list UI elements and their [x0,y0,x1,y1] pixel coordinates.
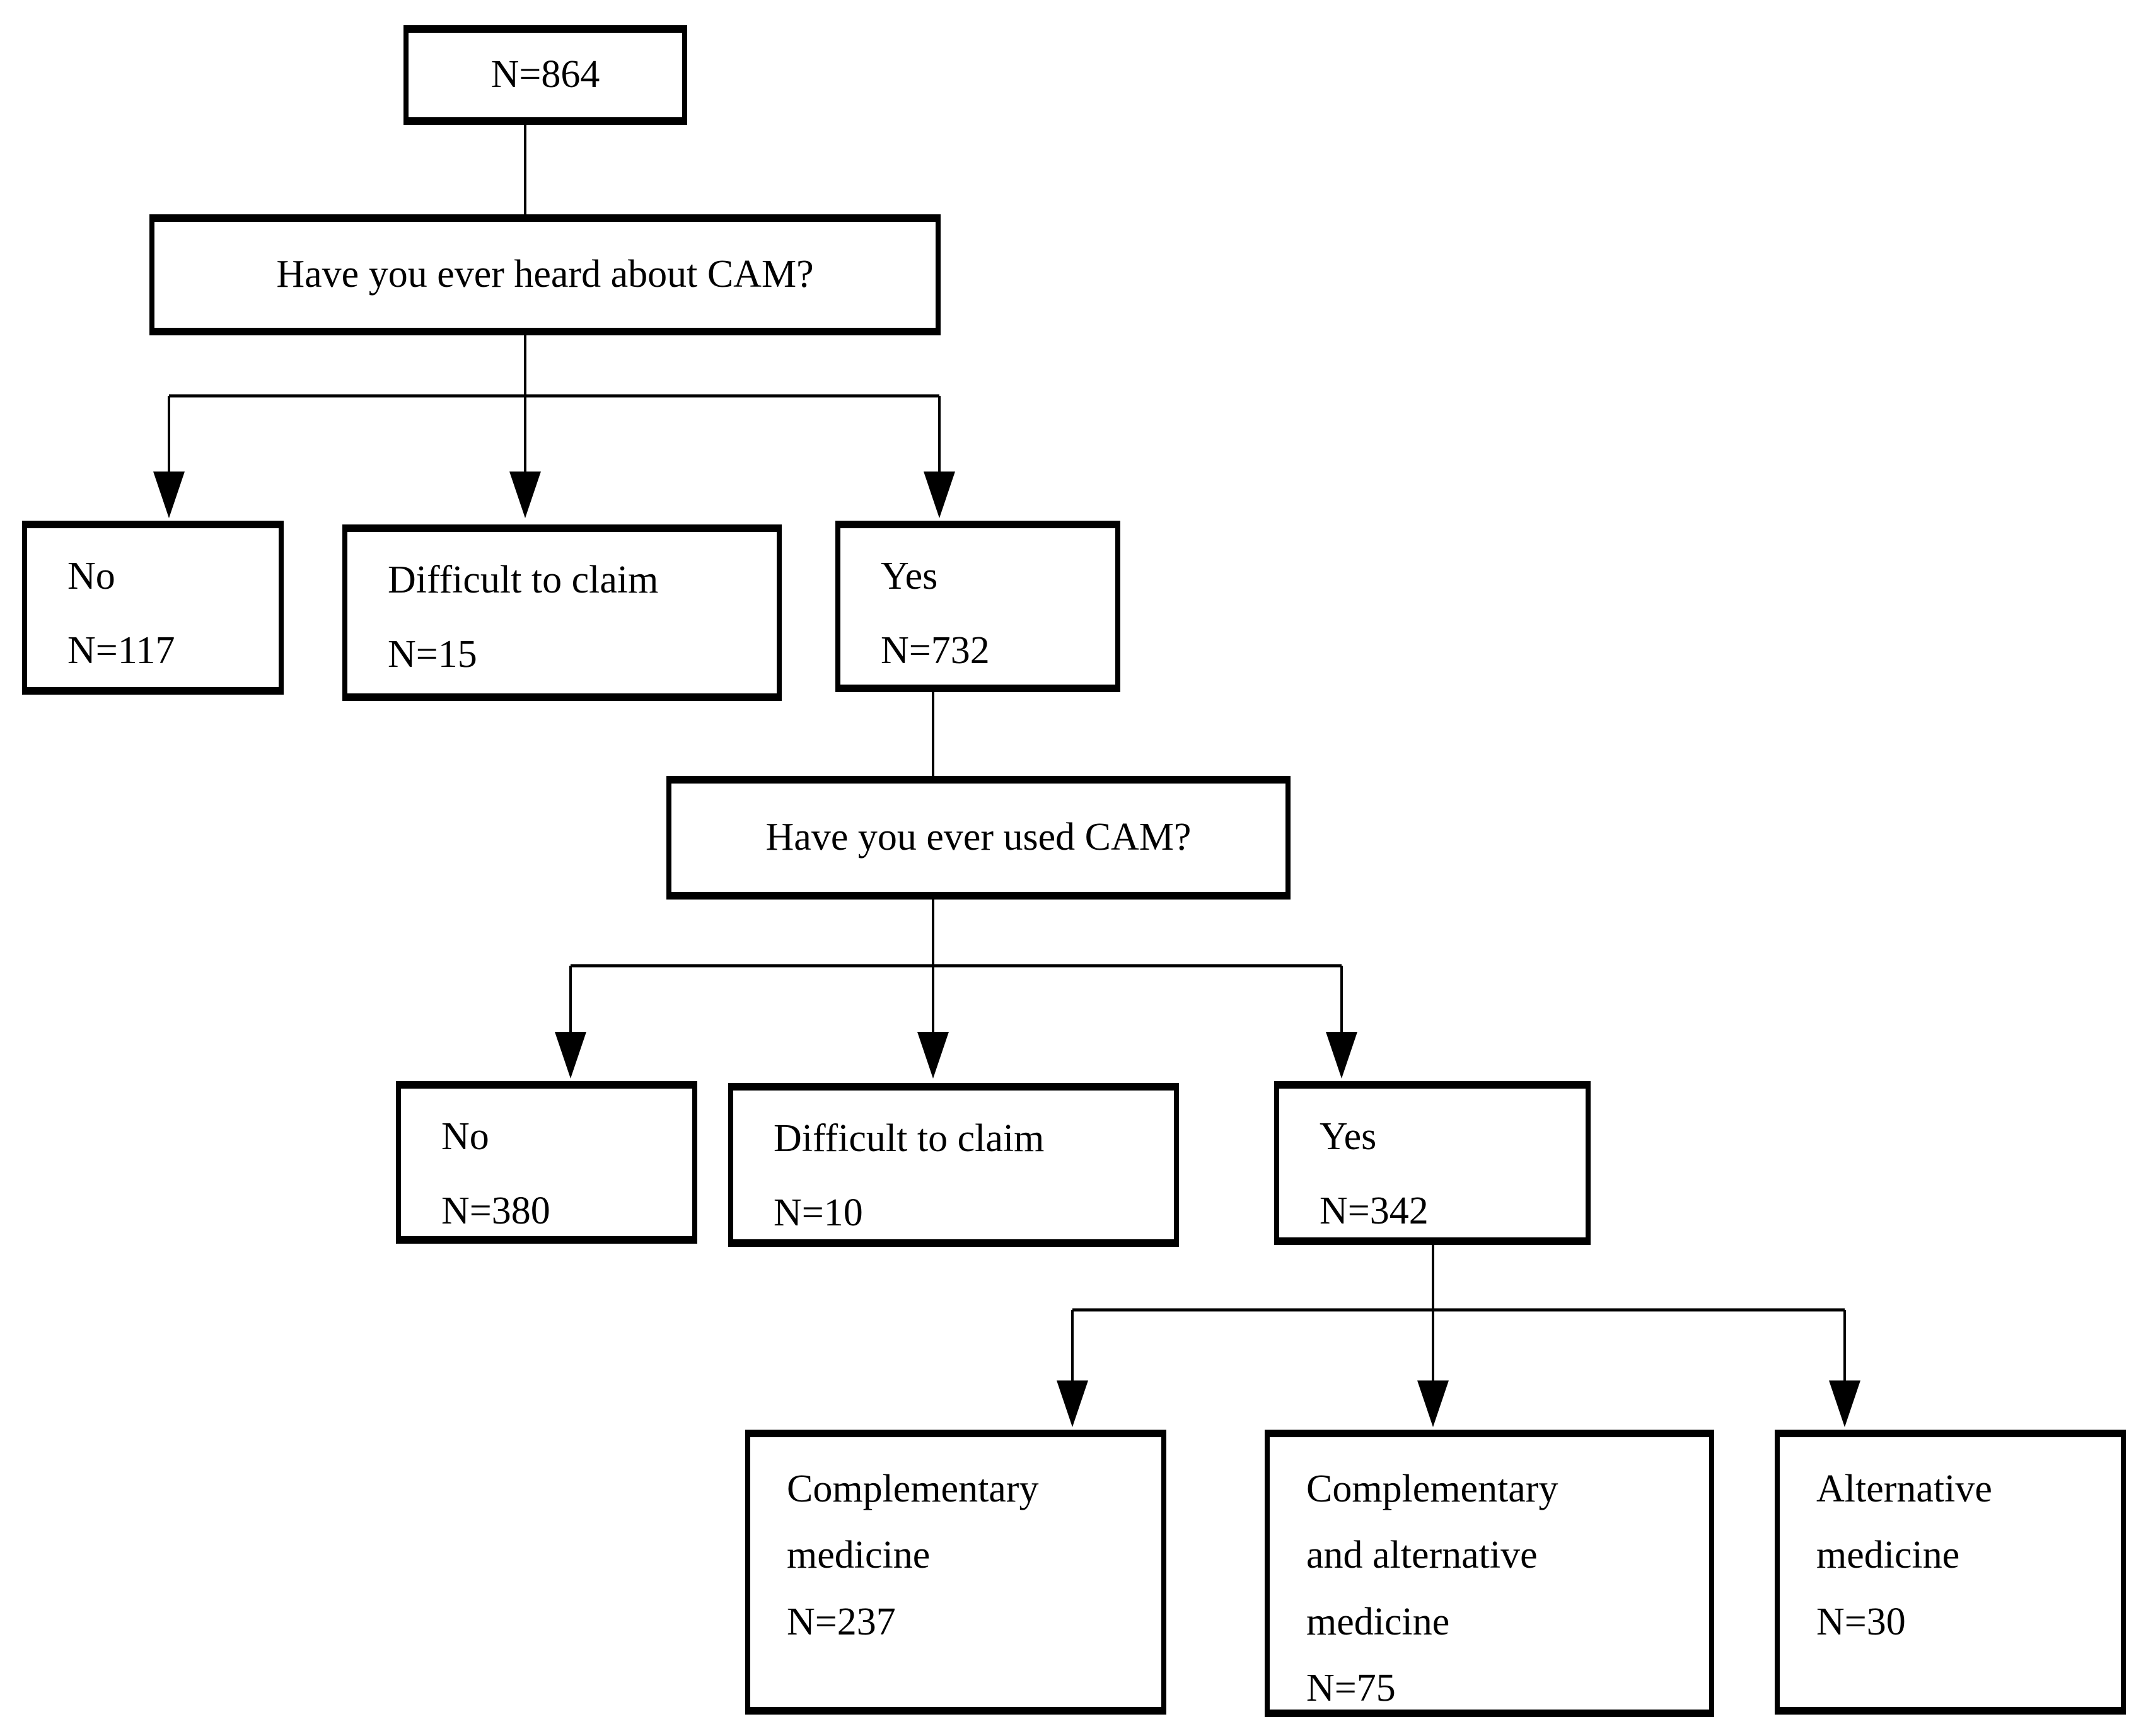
arrowhead-type-comp [1057,1380,1088,1427]
used-no-count: N=380 [441,1189,550,1232]
type-alternative-count: N=30 [1816,1600,1906,1643]
node-total-label: N=864 [490,53,600,96]
type-alternative-line1: Alternative [1816,1467,1992,1510]
node-heard-yes: Yes N=732 [835,521,1120,692]
node-question-heard-cam: Have you ever heard about CAM? [149,214,941,335]
arrowhead-used-yes [1326,1032,1357,1079]
node-type-alternative: Alternative medicine N=30 [1775,1430,2126,1715]
heard-difficult-count: N=15 [388,632,477,676]
node-heard-difficult: Difficult to claim N=15 [342,524,782,701]
node-total-respondents: N=864 [403,25,687,125]
arrowhead-used-no [555,1032,586,1079]
node-used-yes: Yes N=342 [1274,1081,1591,1245]
arrowhead-used-diff [917,1032,949,1079]
heard-no-count: N=117 [67,628,175,672]
arrowhead-heard-yes [924,472,955,518]
type-compalt-line3: medicine [1306,1600,1450,1643]
arrowhead-type-alt [1829,1380,1860,1427]
question-heard-label: Have you ever heard about CAM? [276,253,814,296]
type-compalt-line2: and alternative [1306,1534,1538,1577]
heard-no-label: No [67,555,115,598]
type-compalt-count: N=75 [1306,1667,1396,1710]
type-complementary-count: N=237 [787,1600,896,1643]
branch-type-connectors [1057,1245,1860,1427]
branch-used-connectors [555,900,1357,1079]
used-difficult-count: N=10 [774,1191,863,1234]
node-used-no: No N=380 [396,1081,697,1244]
node-type-complementary: Complementary medicine N=237 [745,1430,1166,1715]
arrowhead-heard-no [153,472,185,518]
type-complementary-line1: Complementary [787,1467,1039,1510]
type-alternative-line2: medicine [1816,1534,1960,1577]
type-complementary-line2: medicine [787,1534,931,1577]
used-difficult-label: Difficult to claim [774,1117,1045,1160]
node-used-difficult: Difficult to claim N=10 [728,1083,1179,1247]
question-used-label: Have you ever used CAM? [765,816,1192,859]
type-compalt-line1: Complementary [1306,1467,1558,1510]
heard-yes-label: Yes [881,555,938,598]
arrowhead-type-compalt [1417,1380,1449,1427]
heard-yes-count: N=732 [881,628,990,672]
node-type-complementary-alternative: Complementary and alternative medicine N… [1265,1430,1714,1717]
node-question-used-cam: Have you ever used CAM? [666,776,1291,900]
branch-heard-connectors [153,335,955,518]
used-yes-count: N=342 [1320,1189,1429,1232]
used-no-label: No [441,1115,489,1158]
arrowhead-heard-diff [509,472,541,518]
node-heard-no: No N=117 [22,521,284,695]
heard-difficult-label: Difficult to claim [388,558,659,601]
used-yes-label: Yes [1320,1115,1377,1158]
